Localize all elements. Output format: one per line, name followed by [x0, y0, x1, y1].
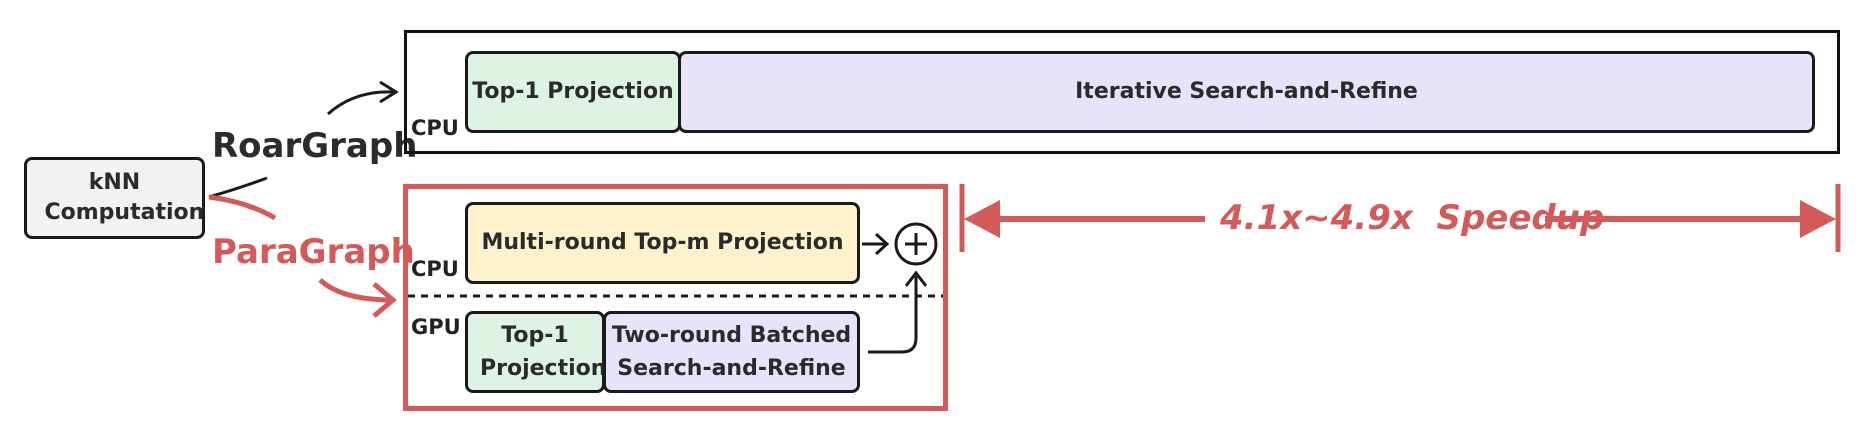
paragraph-gpu-label: GPU: [411, 315, 461, 339]
roargraph-arrow-upper: [327, 90, 396, 116]
roargraph-iterative-refine-label: Iterative Search-and-Refine: [1075, 79, 1418, 104]
paragraph-cpu-label: CPU: [411, 257, 459, 281]
gpu-to-merge-line: [868, 276, 918, 354]
two-round-batched-refine-label: Two-round Batched Search-and-Refine: [611, 323, 852, 381]
paragraph-label: ParaGraph: [212, 232, 415, 272]
roargraph-device-label: CPU: [411, 116, 459, 140]
roargraph-top1-projection-label: Top-1 Projection: [472, 79, 674, 104]
knn-computation-box: kNN Computation: [24, 157, 205, 239]
paragraph-lane: [403, 184, 948, 411]
speedup-left-arrowhead: [964, 200, 1000, 238]
gpu-top1-projection-label: Top-1 Projection: [480, 323, 607, 381]
paragraph-arrow-lower: [318, 278, 393, 303]
circled-plus-icon: [894, 222, 938, 266]
gpu-to-merge-arrowhead: [904, 270, 928, 287]
speedup-right-arrowhead: [1800, 200, 1836, 238]
gpu-top1-projection: Top-1 Projection: [465, 311, 607, 393]
multi-round-topm-projection: Multi-round Top-m Projection: [465, 202, 860, 284]
cpu-to-merge-arrowhead: [874, 232, 890, 256]
speedup-label: 4.1x~4.9x Speedup: [1220, 198, 1605, 238]
roargraph-arrow-lower: [208, 176, 268, 199]
multi-round-topm-projection-label: Multi-round Top-m Projection: [481, 230, 844, 255]
paragraph-arrow-upper: [208, 194, 277, 221]
knn-computation-label: kNN Computation: [44, 170, 205, 225]
roargraph-top1-projection: Top-1 Projection: [465, 51, 681, 133]
roargraph-arrowhead: [379, 80, 399, 104]
paragraph-arrowhead: [372, 282, 397, 318]
roargraph-iterative-refine: Iterative Search-and-Refine: [678, 51, 1815, 133]
two-round-batched-refine: Two-round Batched Search-and-Refine: [603, 311, 860, 393]
roargraph-label: RoarGraph: [212, 126, 418, 166]
roargraph-lane: [404, 30, 1840, 154]
